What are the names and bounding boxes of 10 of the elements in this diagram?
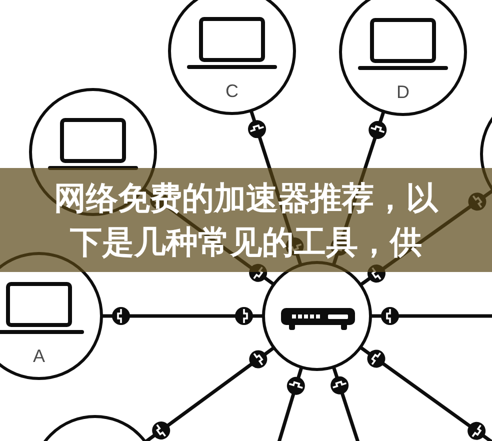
node-label: C — [226, 80, 238, 100]
node-label: D — [396, 82, 410, 102]
connector-line — [330, 366, 360, 441]
connector-line — [360, 346, 492, 441]
connector-line — [371, 306, 492, 326]
connector-line — [277, 367, 306, 441]
node-label: A — [33, 346, 45, 366]
title: 网络免费的加速器推荐，以下是几种常见的工具，供 — [52, 178, 440, 263]
connector-line — [144, 346, 275, 441]
connector-line — [102, 306, 263, 326]
